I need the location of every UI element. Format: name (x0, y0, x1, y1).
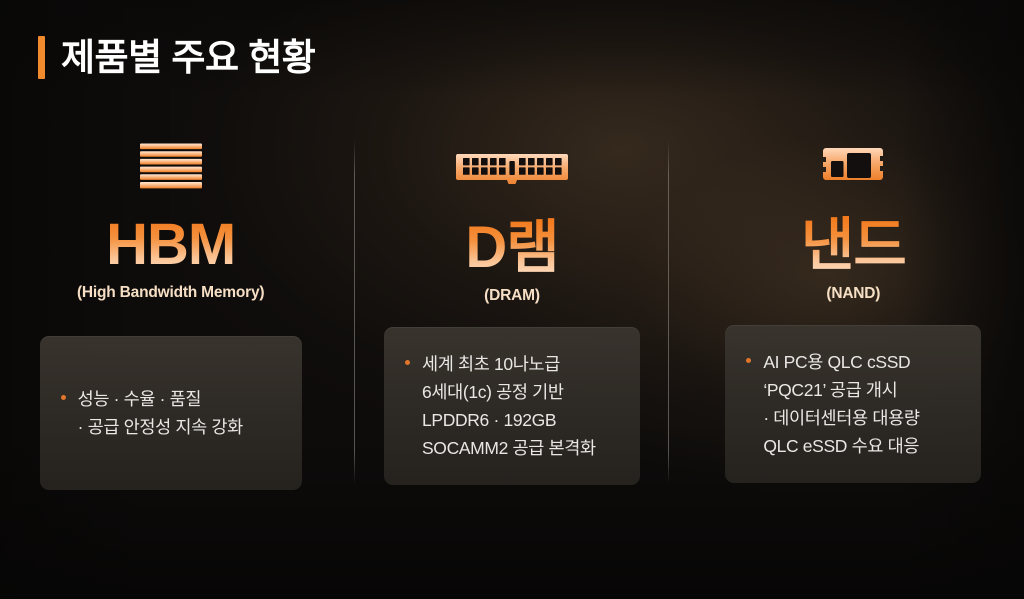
description-line: 성능 · 수율 · 품질 (77, 388, 202, 409)
product-title-nand: 낸드 (800, 213, 907, 278)
description-line: LPDDR6 · 192GB (421, 410, 557, 431)
description-line: SOCAMM2 공급 본격화 (421, 438, 596, 459)
dram-icon-container (455, 142, 568, 196)
product-subtitle-hbm: (High Bandwidth Memory) (76, 283, 265, 301)
product-column-hbm: HBM (High Bandwidth Memory) 성능 · 수율 · 품질… (0, 128, 341, 490)
bullet-dot-icon (746, 358, 752, 364)
slide-header: 제품별 주요 현황 (38, 36, 316, 79)
hbm-stacked-dies-icon (139, 143, 202, 189)
product-column-nand: 낸드 (NAND) AI PC용 QLC cSSD ‘PQC21’ 공급 개시 … (683, 128, 1024, 490)
description-line: · 데이터센터용 대용량 (763, 408, 920, 429)
column-divider-2 (668, 140, 669, 485)
product-column-dram: D램 (DRAM) 세계 최초 10나노급 6세대(1c) 공정 기반 LPDD… (341, 128, 682, 490)
product-columns: HBM (High Bandwidth Memory) 성능 · 수율 · 품질… (0, 128, 1024, 490)
title-accent-bar (38, 36, 45, 79)
bullet-dot-icon (60, 394, 66, 400)
nand-icon-container (822, 140, 884, 194)
description-line: ‘PQC21’ 공급 개시 (763, 380, 898, 401)
page-title: 제품별 주요 현황 (61, 37, 316, 78)
description-line: 6세대(1c) 공정 기반 (421, 382, 564, 403)
column-divider-1 (354, 140, 355, 485)
dram-module-icon (455, 154, 568, 184)
description-box-dram: 세계 최초 10나노급 6세대(1c) 공정 기반 LPDDR6 · 192GB… (383, 327, 640, 486)
nand-chip-icon (823, 148, 884, 180)
description-line: · 공급 안정성 지속 강화 (77, 416, 244, 437)
product-subtitle-nand: (NAND) (826, 285, 881, 303)
description-box-hbm: 성능 · 수율 · 품질 · 공급 안정성 지속 강화 (39, 335, 302, 490)
description-line: QLC eSSD 수요 대응 (763, 436, 920, 457)
description-box-nand: AI PC용 QLC cSSD ‘PQC21’ 공급 개시 · 데이터센터용 대… (725, 325, 982, 484)
description-line: AI PC용 QLC cSSD (763, 352, 911, 373)
product-title-hbm: HBM (106, 211, 236, 277)
hbm-icon-container (139, 140, 202, 193)
product-subtitle-dram: (DRAM) (484, 287, 540, 305)
description-line: 세계 최초 10나노급 (421, 354, 561, 375)
product-title-dram: D램 (465, 215, 559, 280)
bullet-dot-icon (404, 360, 410, 366)
